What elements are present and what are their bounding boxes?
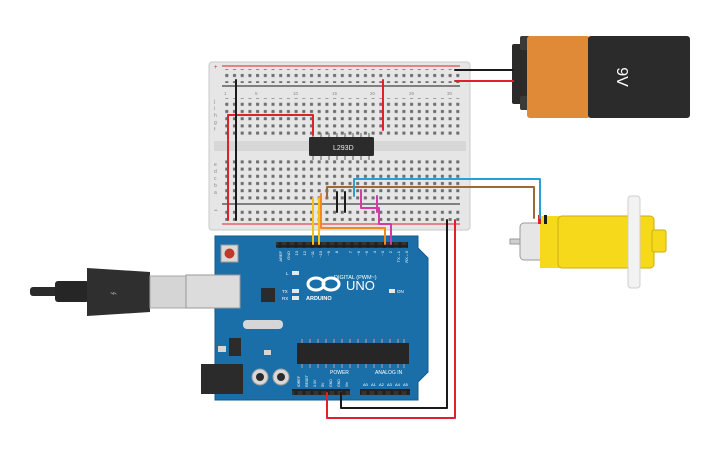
led-l-label: L xyxy=(286,271,289,276)
battery-label: 9V xyxy=(613,67,630,87)
column-numbers: 1 5 10 15 20 25 30 xyxy=(224,91,453,96)
pin-label: ~5 xyxy=(364,250,369,255)
pin-label: AREF xyxy=(278,250,283,261)
pin-label: 12 xyxy=(302,250,307,255)
col-number: 15 xyxy=(332,91,338,96)
arduino-logo-icon xyxy=(306,276,341,292)
row-label: c xyxy=(214,176,217,182)
col-number: 30 xyxy=(447,91,453,96)
wires xyxy=(227,69,541,419)
pin-label: 7 xyxy=(348,250,353,253)
battery-9v[interactable]: 9V xyxy=(512,36,690,118)
rail-plus-label: + xyxy=(214,65,218,71)
analog-pin-labels: A0 A1 A2 A3 A4 A5 xyxy=(363,382,409,387)
wire-5v-red[interactable] xyxy=(326,219,456,419)
pin-label: Vin xyxy=(345,382,349,387)
col-number: 5 xyxy=(255,91,258,96)
arduino-uno[interactable]: AREF GND 13 12 ~11 ~10 ~9 8 7 ~6 ~5 4 ~3… xyxy=(185,235,429,401)
ic-label: L293D xyxy=(333,145,354,152)
wire-motor-brown[interactable] xyxy=(326,186,535,219)
wire-gnd-black[interactable] xyxy=(340,219,448,409)
pin-label: ~3 xyxy=(380,250,385,255)
col-number: 10 xyxy=(293,91,299,96)
power-label: POWER xyxy=(330,370,349,376)
pin-label: IOREF xyxy=(297,375,301,387)
col-number: 25 xyxy=(409,91,415,96)
power-pin-labels: IOREF RESET 3.3V 5V GND GND Vin xyxy=(297,374,349,387)
row-label: d xyxy=(214,169,217,175)
logo-text: ARDUINO xyxy=(306,296,332,302)
wire-signal-magenta[interactable] xyxy=(360,189,392,245)
pin-label: ~11 xyxy=(310,250,315,257)
row-label: j xyxy=(213,99,215,105)
wire-vcc-left[interactable] xyxy=(227,114,314,221)
pin-label: ~10 xyxy=(318,250,323,258)
digital-header-label: DIGITAL (PWM~) xyxy=(334,275,377,281)
pin-label: RESET xyxy=(305,374,309,387)
row-labels-top: j i h g f xyxy=(213,99,217,133)
led-rx-label: RX xyxy=(282,296,288,301)
digital-pin-labels: AREF GND 13 12 ~11 ~10 ~9 8 7 ~6 ~5 4 ~3… xyxy=(278,250,409,263)
wire-motor-blue[interactable] xyxy=(353,178,541,219)
pin-label: GND xyxy=(329,379,333,387)
dc-motor[interactable] xyxy=(509,195,667,289)
pin-label: A0 xyxy=(363,382,369,387)
wire-signal-orange[interactable] xyxy=(320,193,386,245)
pin-label: A5 xyxy=(403,382,409,387)
pin-label: ~6 xyxy=(356,250,361,255)
pin-label: 3.3V xyxy=(313,379,317,387)
row-label: i xyxy=(214,106,215,112)
pin-label: GND xyxy=(337,379,341,387)
row-label: a xyxy=(214,190,217,196)
pin-label: A1 xyxy=(371,382,377,387)
row-label: g xyxy=(214,120,217,126)
pin-label: 13 xyxy=(294,250,299,255)
row-label: f xyxy=(214,127,216,133)
row-label: e xyxy=(214,162,217,168)
usb-cable[interactable]: ⌁ xyxy=(30,268,197,316)
led-tx-label: TX xyxy=(282,289,288,294)
pin-label: A4 xyxy=(395,382,401,387)
row-label: h xyxy=(214,113,217,119)
analog-label: ANALOG IN xyxy=(375,370,403,376)
pin-label: GND xyxy=(286,251,291,260)
pin-label: 4 xyxy=(372,250,377,253)
pin-label: RX←0 xyxy=(404,250,409,263)
col-number: 1 xyxy=(224,91,227,96)
reset-button[interactable] xyxy=(224,248,235,259)
pin-label: 2 xyxy=(388,250,393,253)
on-label: ON xyxy=(397,289,404,294)
model-label: UNO xyxy=(346,278,375,293)
pin-label: A3 xyxy=(387,382,393,387)
usb-symbol-icon: ⌁ xyxy=(110,286,117,300)
col-number: 20 xyxy=(370,91,376,96)
rail-minus-label: − xyxy=(214,208,218,214)
row-labels-bottom: e d c b a xyxy=(214,162,217,196)
pin-label: TX→1 xyxy=(396,250,401,262)
row-label: b xyxy=(214,183,217,189)
pin-label: A2 xyxy=(379,382,385,387)
pin-label: 8 xyxy=(334,250,339,253)
pin-label: ~9 xyxy=(326,250,331,255)
pin-label: 5V xyxy=(321,382,325,387)
l293d-chip[interactable]: L293D xyxy=(309,133,374,160)
